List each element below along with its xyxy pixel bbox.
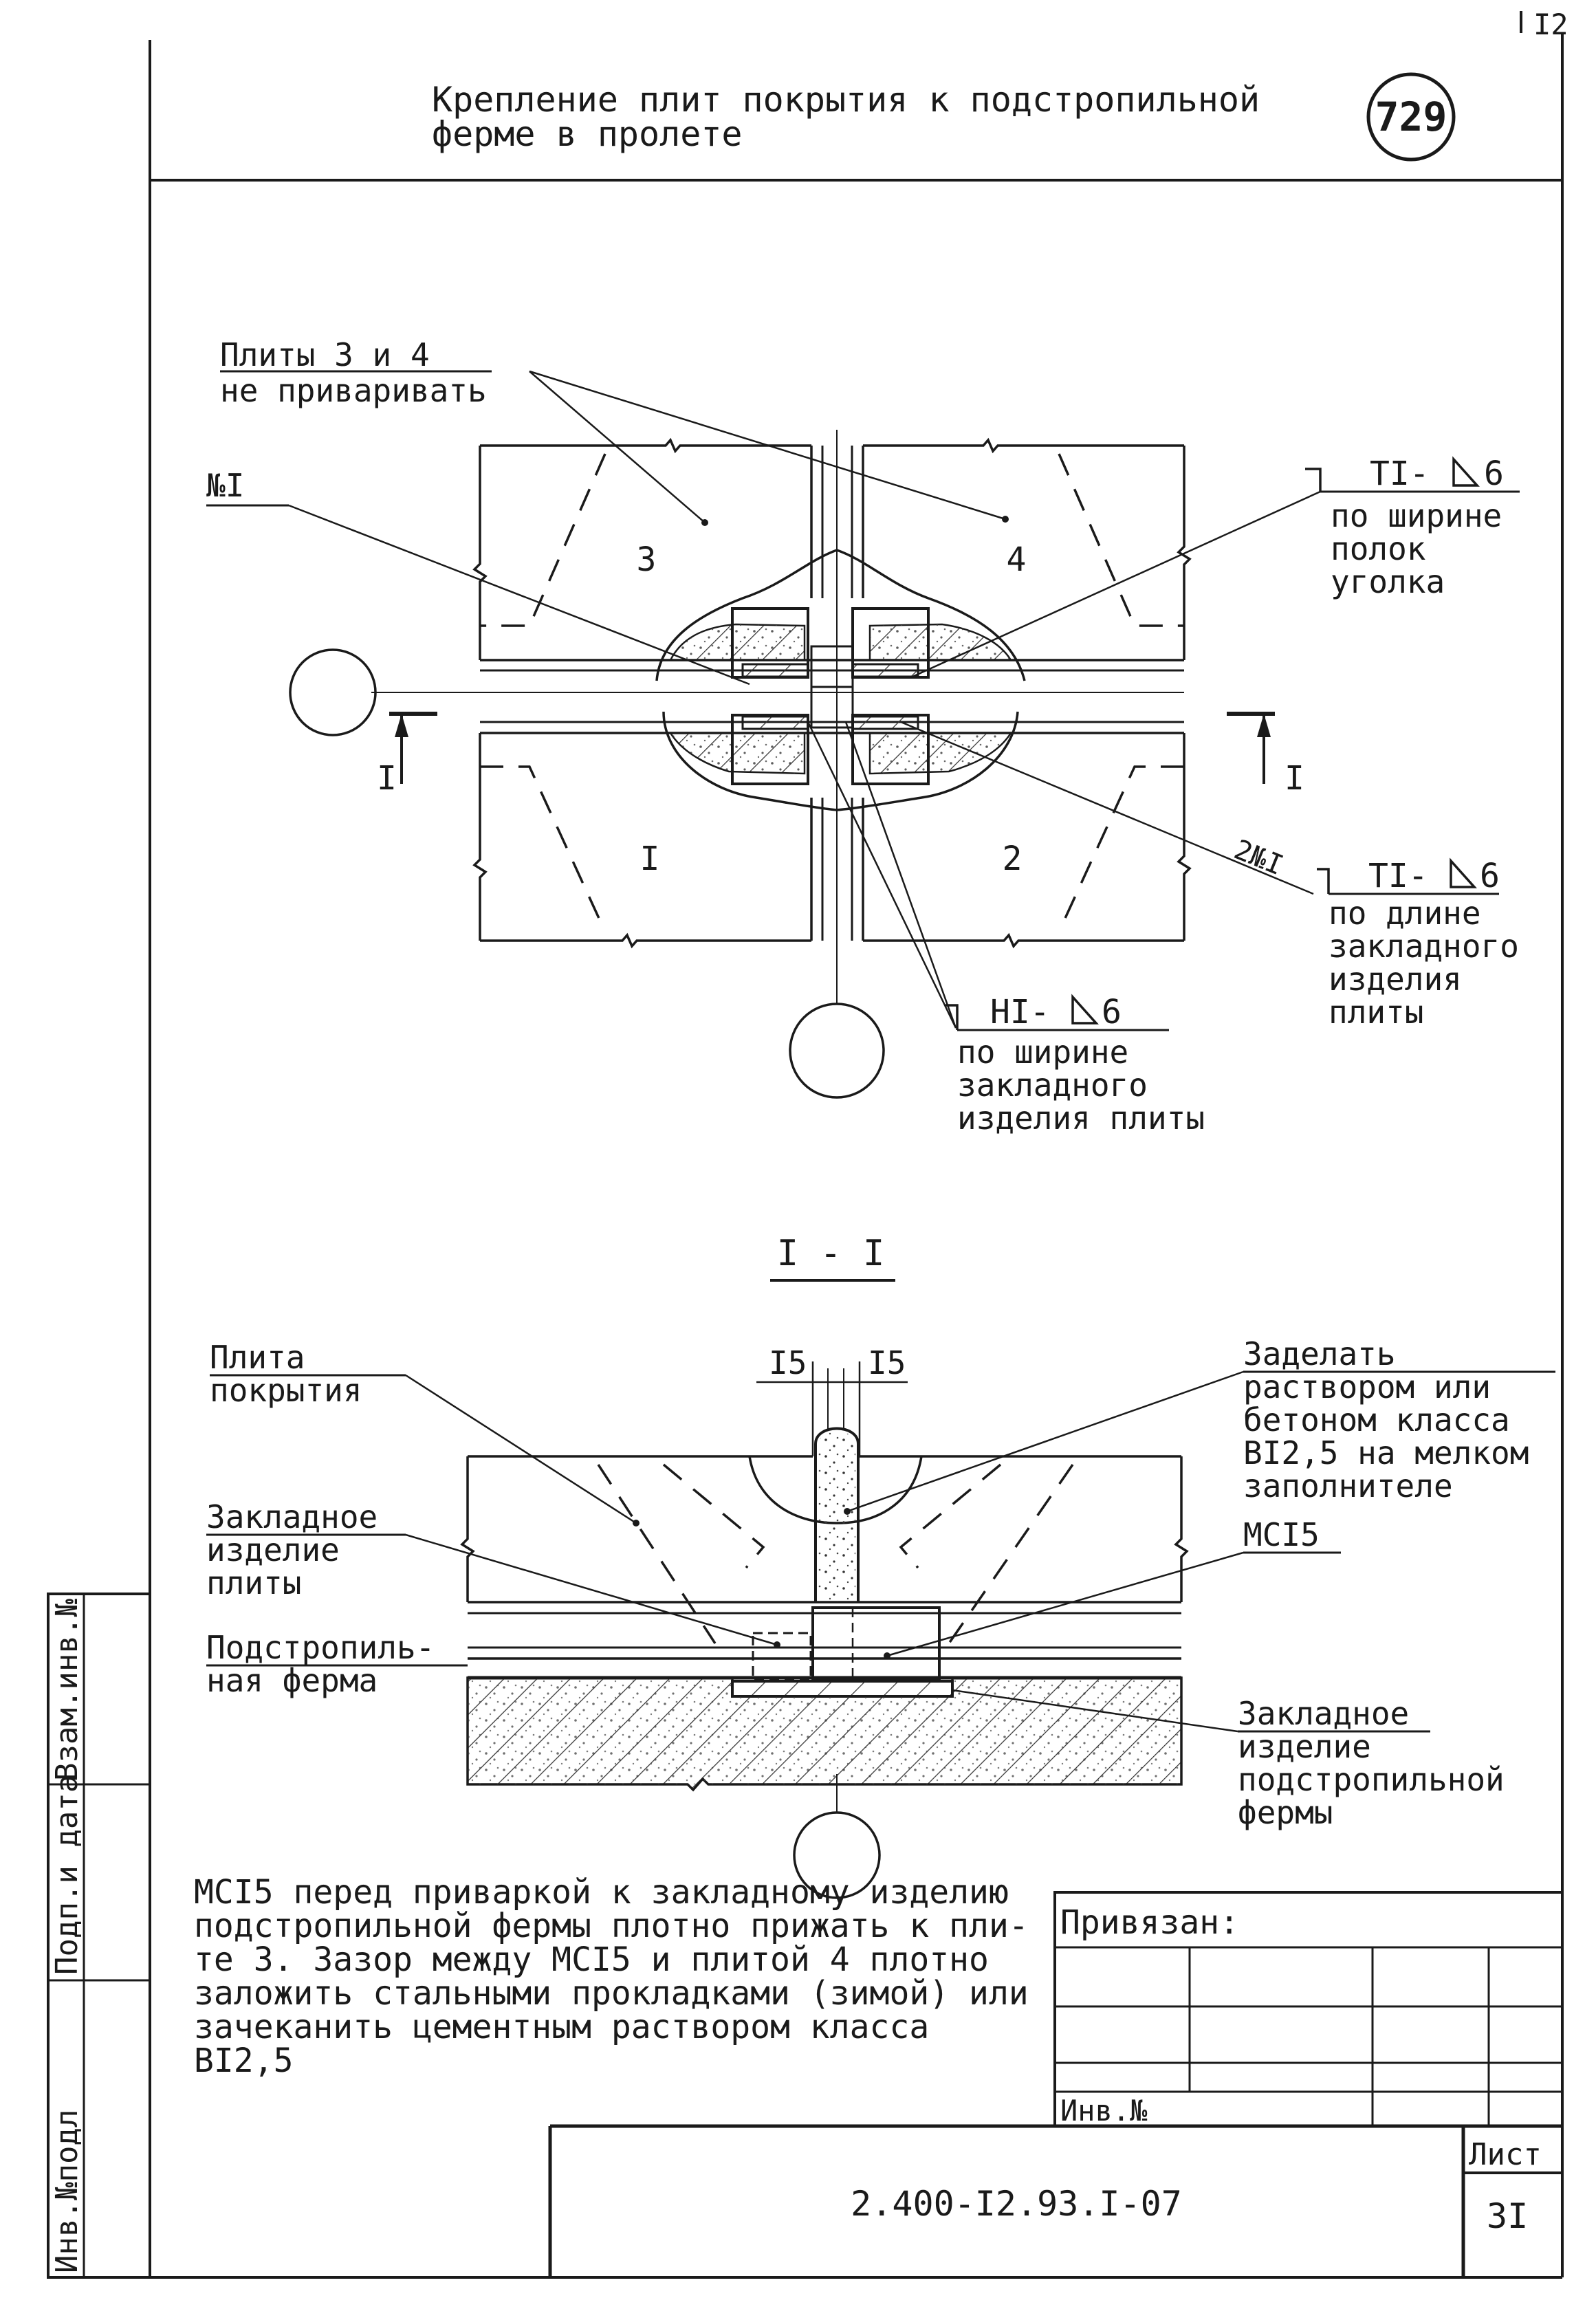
note-line-1: MCI5 перед приваркой к закладному издели… — [194, 1873, 1009, 1912]
side-field-replace-inv: Взам.инв.№ — [50, 1599, 85, 1781]
weld-t1-bottom-code: TI- — [1368, 857, 1428, 895]
axis-bubble-bottom — [789, 1003, 885, 1099]
weld-t1-bottom-ref: 2№I — [1229, 834, 1287, 882]
note-line-2: подстропильной фермы плотно прижать к пл… — [194, 1907, 1029, 1945]
note-plates-3-4-line1: Плиты 3 и 4 — [220, 336, 430, 373]
side-field-inv-orig: Инв.№подл — [50, 2110, 85, 2273]
weld-h1-note-2: закладного — [957, 1066, 1148, 1104]
slab-number-2: 2 — [1003, 840, 1023, 878]
section-title: I - I — [777, 1233, 885, 1274]
section-view: I - I I5 I5 — [206, 1233, 1555, 1899]
label-grout-5: заполнителе — [1243, 1467, 1453, 1504]
label-slab-2: покрытия — [210, 1372, 362, 1409]
label-embed-slab-2: изделие — [206, 1531, 340, 1568]
side-stamp: Инв.№подл Подп.и дата Взам.инв.№ — [47, 1593, 151, 2279]
label-truss-2: ная ферма — [206, 1662, 378, 1699]
label-embed-truss-3: подстропильной — [1238, 1761, 1505, 1798]
label-grout-2: раствором или — [1243, 1368, 1491, 1405]
weld-h1-note-3: изделия плиты — [957, 1099, 1205, 1137]
slab-number-1: I — [640, 840, 660, 878]
weld-t1-top-note-3: уголка — [1331, 563, 1445, 600]
note-line-3: те 3. Зазор между MCI5 и плитой 4 плотно — [194, 1940, 989, 1979]
weld-t1-bottom-note-4: плиты — [1329, 994, 1423, 1031]
section-axis-bubble — [793, 1811, 881, 1899]
slab-number-3: 3 — [637, 540, 657, 579]
axis-bubble-left — [289, 648, 377, 736]
weld-h1-note-1: по ширине — [957, 1033, 1128, 1071]
label-embed-truss-1: Закладное — [1238, 1695, 1409, 1732]
title-line-1: Крепление плит покрытия к подстропильной — [432, 80, 1260, 120]
dim-right: I5 — [868, 1344, 906, 1381]
label-slab-1: Плита — [210, 1339, 305, 1376]
weld-t1-top-size: 6 — [1484, 455, 1504, 493]
document-code: 2.400-I2.93.I-07 — [851, 2184, 1182, 2224]
label-mc15: MCI5 — [1243, 1516, 1320, 1553]
binding-stamp: Привязан: Инв.№ — [1053, 1891, 1564, 2127]
label-embed-slab-1: Закладное — [206, 1498, 378, 1535]
weld-t1-top-note-2: полок — [1331, 530, 1425, 567]
sheet-number: 3I — [1487, 2196, 1528, 2236]
label-embed-slab-3: плиты — [206, 1564, 301, 1601]
weld-t1-bottom-note-2: закладного — [1329, 928, 1519, 965]
stamp-inv-label: Инв.№ — [1060, 2094, 1148, 2127]
note-line-5: зачеканить цементным раствором класса — [194, 2008, 929, 2046]
weld-t1-bottom-size: 6 — [1480, 857, 1500, 895]
weld-t1-bottom-note-3: изделия — [1329, 961, 1462, 998]
section-mark-left: I — [377, 759, 397, 798]
weld-h1-code: HI- — [990, 993, 1050, 1031]
stamp-bound-label: Привязан: — [1060, 1903, 1239, 1942]
sheet-badge-circle — [1366, 72, 1456, 162]
label-grout-4: BI2,5 на мелком — [1243, 1434, 1529, 1471]
note-line-6: BI2,5 — [194, 2042, 294, 2080]
label-grout-3: бетоном класса — [1243, 1401, 1510, 1438]
note-line-4: заложить стальными прокладками (зимой) и… — [194, 1974, 1029, 2013]
title-line-2: ферме в пролете — [432, 114, 743, 154]
weld-t1-bottom-note-1: по длине — [1329, 895, 1481, 932]
weld-t1-top-note-1: по ширине — [1331, 497, 1502, 534]
note-plates-3-4-line2: не приваривать — [220, 372, 487, 409]
dim-left: I5 — [769, 1344, 807, 1381]
sheet-badge-number: 729 — [1375, 94, 1447, 140]
title-block: Крепление плит покрытия к подстропильной… — [432, 72, 1456, 162]
plan-view: 3 4 I 2 I I Плиты 3 и 4 не приваривать №… — [206, 336, 1520, 1137]
weld-t1-top-code: TI- — [1370, 455, 1430, 493]
sheet-label: Лист — [1469, 2137, 1542, 2172]
label-grout-1: Заделать — [1243, 1335, 1396, 1372]
side-field-sign-date: Подп.и дата — [50, 1775, 85, 1975]
slab-number-4: 4 — [1007, 540, 1027, 579]
section-mark-right: I — [1285, 759, 1304, 798]
label-embed-truss-2: изделие — [1238, 1728, 1371, 1765]
general-note: MCI5 перед приваркой к закладному издели… — [194, 1873, 1029, 2080]
item-ref-1: №I — [206, 467, 244, 504]
label-embed-truss-4: фермы — [1238, 1794, 1333, 1831]
title-stamp: 2.400-I2.93.I-07 Лист 3I — [548, 2124, 1562, 2277]
label-truss-1: Подстропиль- — [206, 1629, 435, 1666]
weld-h1-size: 6 — [1102, 993, 1122, 1031]
